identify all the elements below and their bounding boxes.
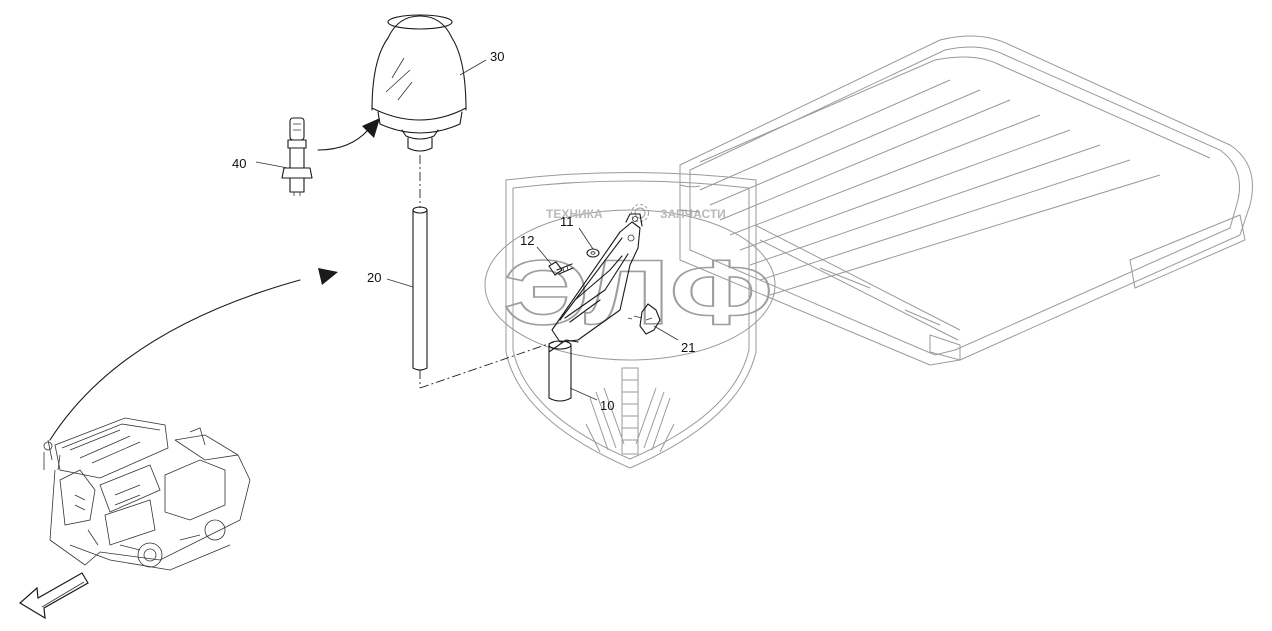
- watermark-shield: [505, 172, 757, 469]
- insert-arrow: [317, 118, 380, 151]
- halogen-bulb: [281, 117, 313, 196]
- callout-10: 10: [600, 398, 614, 413]
- watermark-ellipse: [484, 209, 776, 361]
- callout-30: 30: [490, 49, 504, 64]
- watermark-text-left: ТЕХНИКА: [546, 207, 603, 221]
- callout-11: 11: [560, 214, 574, 229]
- callout-labels: 30 40 20 11 12 21 10: [232, 49, 695, 413]
- bolt: [548, 261, 574, 276]
- callout-21: 21: [681, 340, 695, 355]
- machine-overview: [43, 417, 251, 571]
- callout-20: 20: [367, 270, 381, 285]
- star-knob: [627, 303, 661, 335]
- arrow-icon: [18, 572, 89, 620]
- beacon-lamp: [371, 14, 467, 152]
- tube-holder: [548, 339, 579, 402]
- canopy-roof: [679, 35, 1253, 366]
- callout-40: 40: [232, 156, 246, 171]
- watermark-big-text: ЭЛФ: [503, 242, 773, 344]
- leader-lines: [255, 59, 679, 401]
- mounting-tube: [412, 155, 555, 389]
- watermark-text-right: ЗАПЧАСТИ: [660, 207, 726, 221]
- reference-arrow: [49, 268, 338, 441]
- watermark-wheat: [585, 367, 675, 455]
- callout-12: 12: [520, 233, 534, 248]
- beacon-location-marker: [43, 441, 53, 451]
- watermark: ТЕХНИКА ЗАПЧАСТИ ЭЛФ: [484, 172, 776, 469]
- gear-icon: [631, 204, 649, 222]
